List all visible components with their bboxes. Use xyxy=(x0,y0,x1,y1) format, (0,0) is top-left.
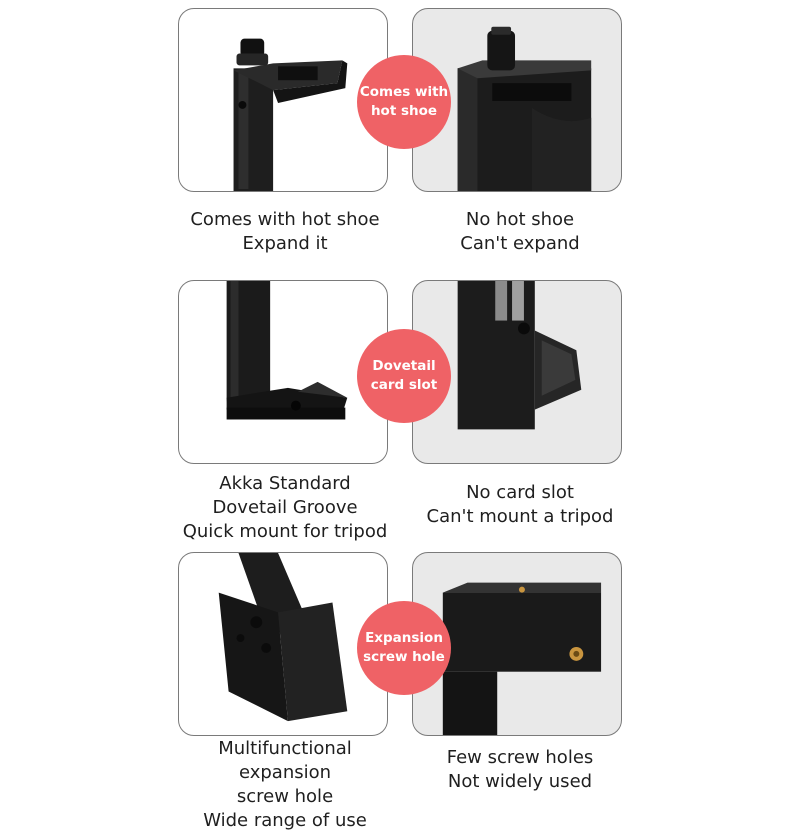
product-image-with-hot-shoe xyxy=(178,8,388,192)
expansion-bracket-illustration xyxy=(218,553,348,722)
caption-with-dovetail: Akka Standard Dovetail Groove Quick moun… xyxy=(182,473,388,542)
hot-shoe-bracket-illustration xyxy=(233,38,348,191)
feature-badge: Comes with hot shoe xyxy=(357,55,451,149)
product-image-no-dovetail xyxy=(412,280,622,464)
caption-no-dovetail: No card slot Can't mount a tripod xyxy=(426,482,614,527)
comparison-row-dovetail: Dovetail card slot Akka Standard Dovetai… xyxy=(0,266,800,542)
plain-bracket-illustration xyxy=(457,281,582,430)
caption-with-screw-holes: Multifunctional expansion screw hole Wid… xyxy=(203,738,367,831)
caption-with-hot-shoe: Comes with hot shoe Expand it xyxy=(190,209,380,254)
product-image-no-hot-shoe xyxy=(412,8,622,192)
plain-clamp-illustration xyxy=(442,582,602,735)
feature-badge: Dovetail card slot xyxy=(357,329,451,423)
product-image-with-screw-holes xyxy=(178,552,388,736)
caption-no-hot-shoe: No hot shoe Can't expand xyxy=(460,209,580,254)
comparison-row-hot-shoe: Comes with hot shoe Comes with hot shoe … xyxy=(0,0,800,266)
caption-few-screw-holes: Few screw holes Not widely used xyxy=(446,747,594,792)
dovetail-bracket-illustration xyxy=(226,281,348,420)
product-image-with-dovetail xyxy=(178,280,388,464)
comparison-row-screw-hole: Expansion screw hole Multifunctional exp… xyxy=(0,532,800,831)
plain-bracket-illustration xyxy=(457,26,592,191)
feature-badge: Expansion screw hole xyxy=(357,601,451,695)
